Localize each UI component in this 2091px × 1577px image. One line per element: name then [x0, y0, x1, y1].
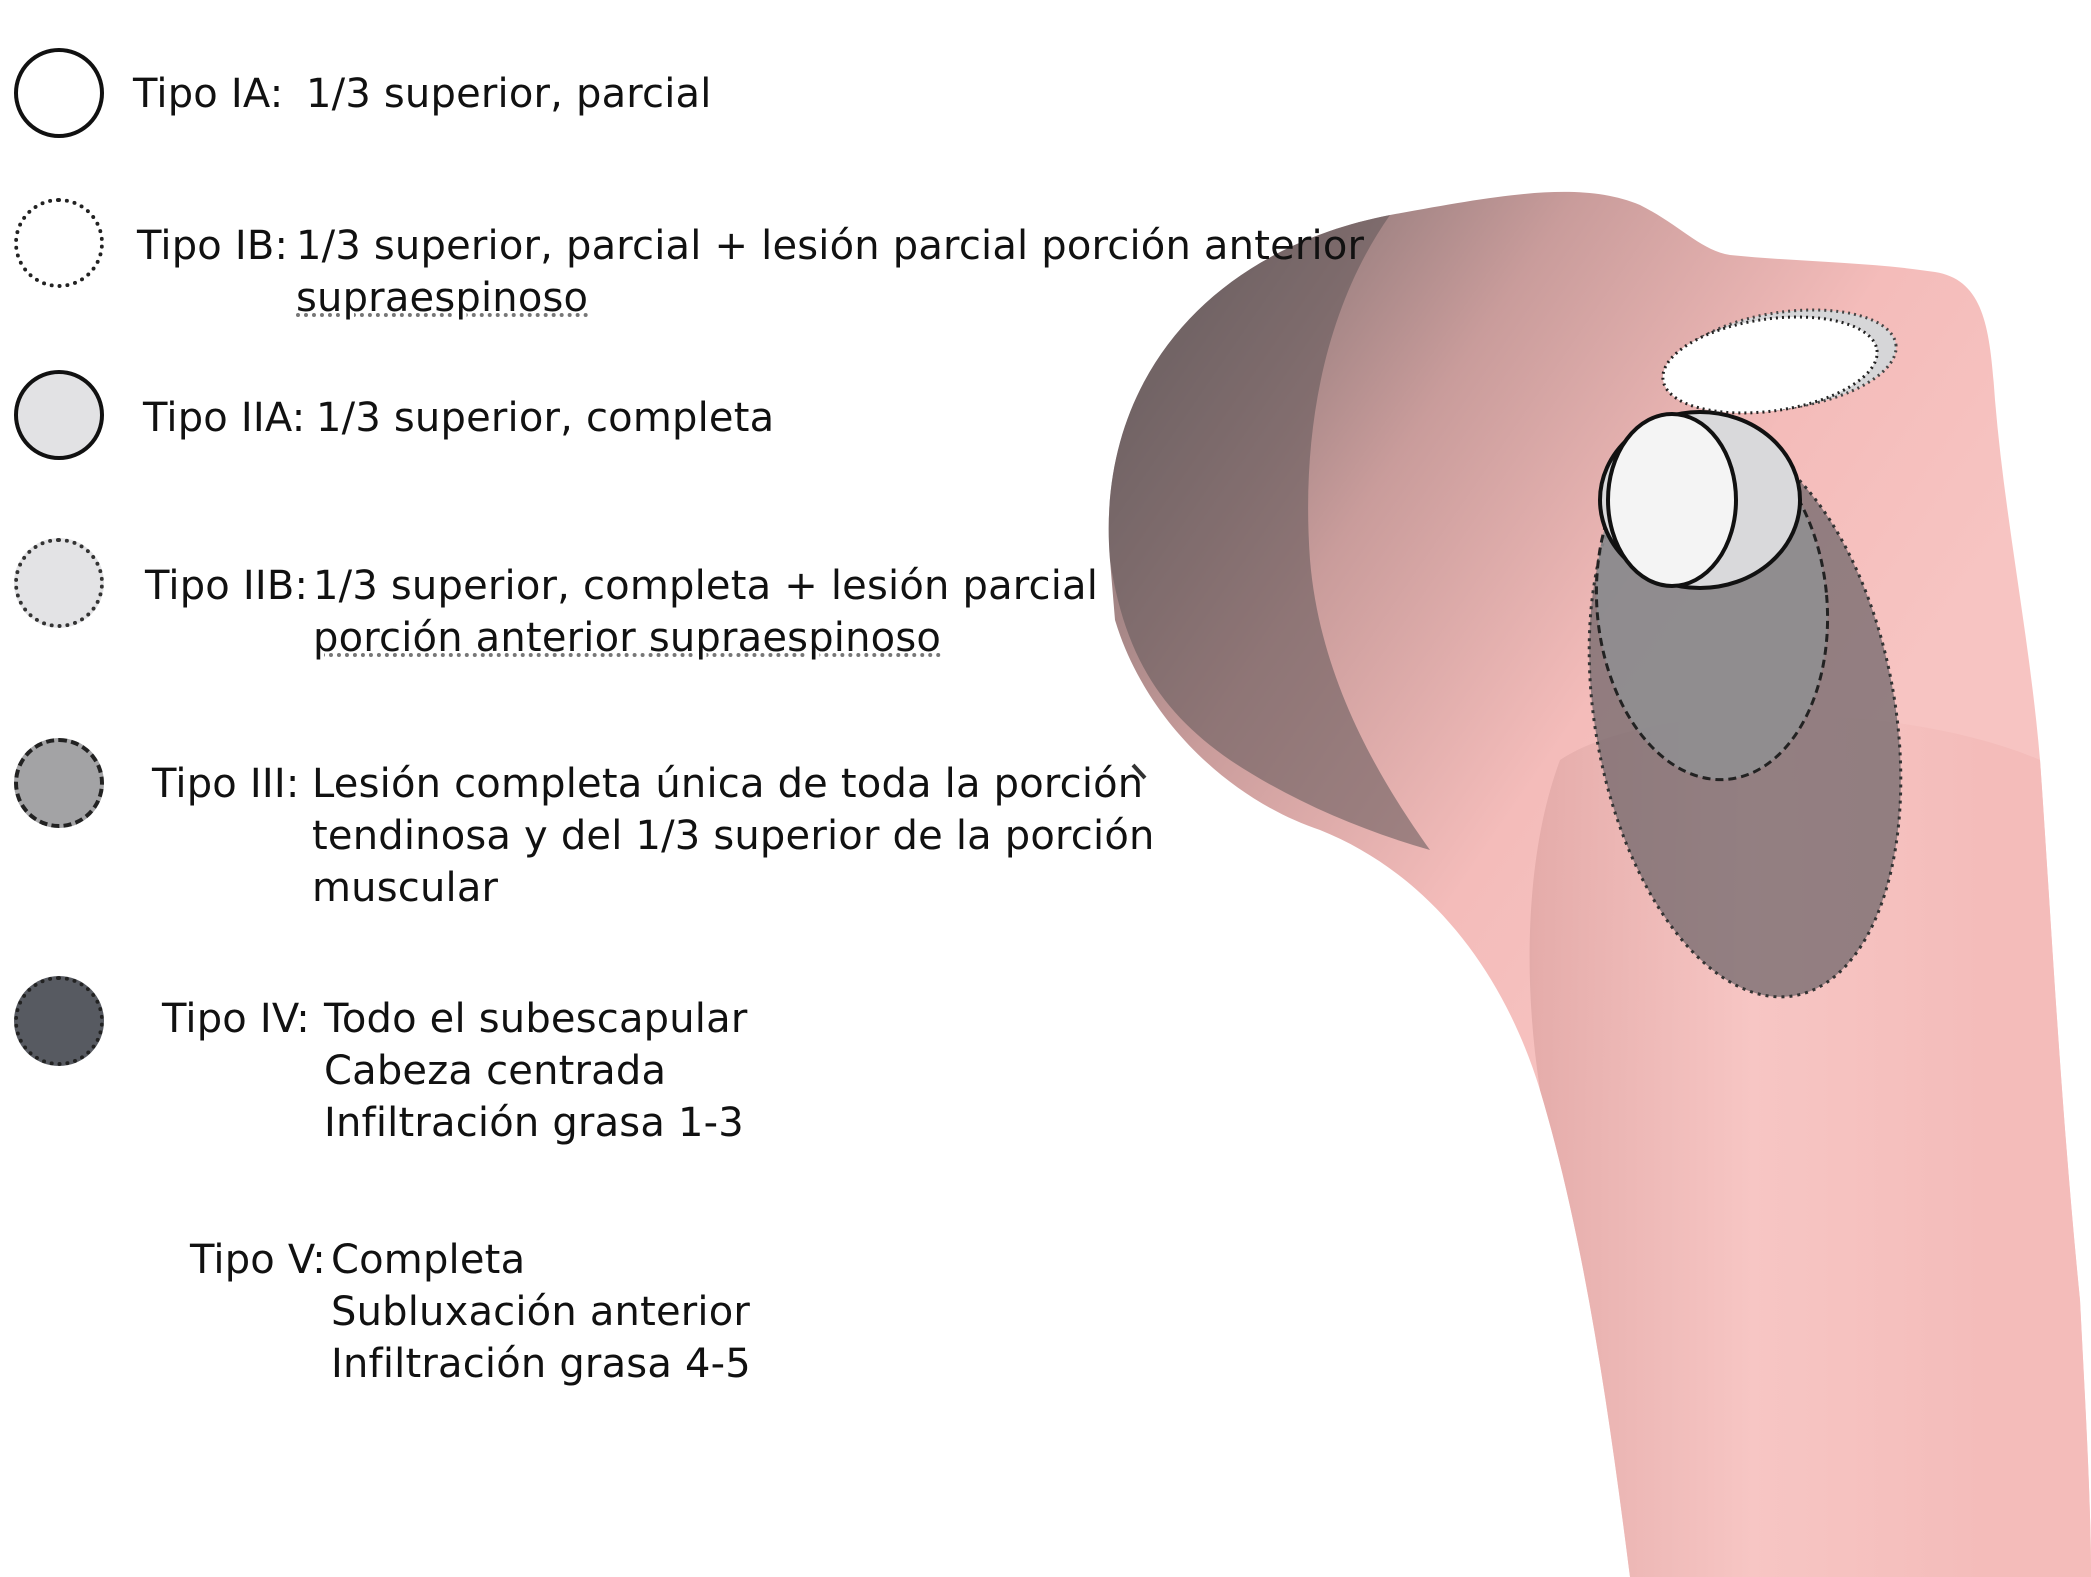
legend-desc-line: 1/3 superior, parcial — [306, 71, 712, 117]
bone-notch — [1131, 763, 1147, 780]
legend-label-iv: Tipo IV: — [162, 996, 310, 1042]
swatch-iii — [14, 738, 104, 828]
legend-desc-line: tendinosa y del 1/3 superior de la porci… — [312, 813, 1155, 859]
swatch-iia — [14, 370, 104, 460]
swatch-ib — [14, 198, 104, 288]
lesion-zone-ia — [1606, 412, 1738, 588]
legend-desc-line: supraespinoso — [296, 275, 589, 321]
legend-desc-line: Infiltración grasa 4-5 — [331, 1341, 751, 1387]
legend-desc-line: Completa — [331, 1237, 526, 1283]
legend-desc-ib: 1/3 superior, parcial + lesión parcial p… — [296, 220, 1364, 324]
legend-desc-iv: Todo el subescapular Cabeza centrada Inf… — [324, 993, 747, 1149]
legend-desc-v: Completa Subluxación anterior Infiltraci… — [331, 1234, 751, 1390]
legend-label-v: Tipo V: — [190, 1237, 326, 1283]
lesion-zone-ib — [1661, 315, 1879, 415]
swatch-ia — [14, 48, 104, 138]
legend-desc-line: porción anterior supraespinoso — [313, 615, 942, 661]
legend-desc-iia: 1/3 superior, completa — [316, 392, 774, 444]
legend-desc-line: Lesión completa única de toda la porción — [312, 761, 1144, 807]
legend-desc-iib: 1/3 superior, completa + lesión parcial … — [313, 560, 1098, 664]
swatch-iv — [14, 976, 104, 1066]
legend-desc-iii: Lesión completa única de toda la porción… — [312, 758, 1155, 914]
legend-label-iia: Tipo IIA: — [143, 395, 306, 441]
legend-desc-line: 1/3 superior, parcial + lesión parcial p… — [296, 223, 1365, 269]
legend-label-ib: Tipo IB: — [137, 223, 289, 269]
legend-desc-line: Cabeza centrada — [324, 1048, 667, 1094]
legend-desc-line: Subluxación anterior — [331, 1289, 751, 1335]
legend-label-ia: Tipo IA: — [133, 71, 284, 117]
legend-label-iib: Tipo IIB: — [145, 563, 309, 609]
legend-label-iii: Tipo III: — [152, 761, 300, 807]
humerus-shaft — [1529, 715, 2091, 1577]
legend-desc-line: Infiltración grasa 1-3 — [324, 1100, 744, 1146]
legend-desc-line: 1/3 superior, completa — [316, 395, 775, 441]
legend-desc-line: Todo el subescapular — [324, 996, 748, 1042]
legend-desc-ia: 1/3 superior, parcial — [306, 68, 712, 120]
humerus-head-shadow — [1108, 215, 1430, 850]
legend-desc-line: muscular — [312, 865, 499, 911]
swatch-iib — [14, 538, 104, 628]
legend-desc-line: 1/3 superior, completa + lesión parcial — [313, 563, 1099, 609]
